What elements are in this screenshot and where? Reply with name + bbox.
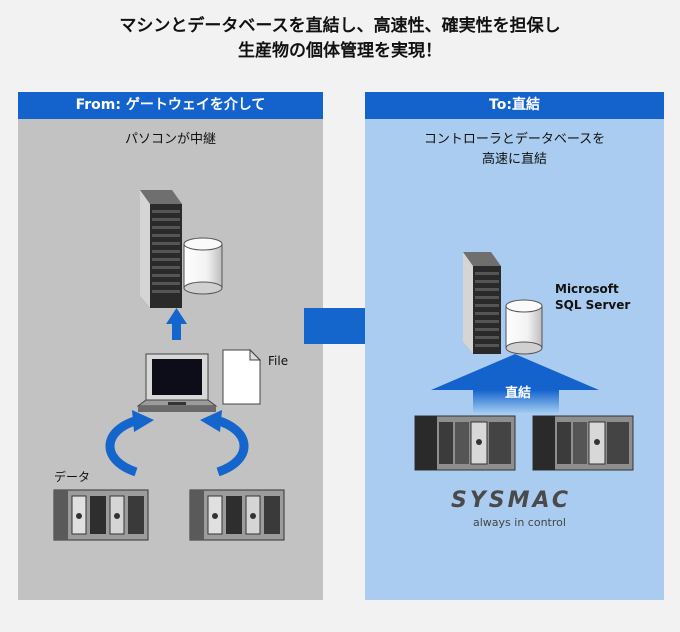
direct-panel: To:直結 コントローラとデータベースを 高速に直結 [365, 92, 664, 600]
gateway-diagram [53, 190, 285, 541]
sql-server-label: Microsoft SQL Server [555, 281, 630, 313]
direct-connect-label: 直結 [505, 386, 532, 401]
data-label: データ [54, 470, 91, 484]
direct-diagram [414, 252, 634, 471]
title-line-2: 生産物の個体管理を実現！ [238, 41, 442, 61]
controller-left-icon [414, 415, 516, 471]
upload-arrow-icon [166, 308, 187, 340]
file-icon [222, 348, 262, 405]
curved-arrow-right-icon [200, 410, 249, 477]
gateway-panel-header: From: ゲートウェイを介して [18, 92, 323, 119]
sql-server-label-line-2: SQL Server [555, 298, 631, 312]
direct-panel-subtitle-2: 高速に直結 [481, 152, 547, 167]
direct-connect-arrow-icon [431, 354, 599, 414]
controller-right-icon [532, 415, 634, 471]
gateway-panel: From: ゲートウェイを介して パソコンが中継 [18, 92, 323, 600]
controller-right-icon [189, 489, 285, 541]
file-label: File [268, 354, 289, 368]
controller-left-icon [53, 489, 149, 541]
direct-panel-header: To:直結 [365, 92, 664, 119]
sysmac-tagline: always in control [473, 516, 566, 529]
laptop-icon [136, 353, 218, 412]
database-icon [505, 299, 543, 355]
gateway-panel-subtitle: パソコンが中継 [124, 132, 216, 147]
database-icon [183, 237, 223, 295]
sysmac-logo: SYSMAC [451, 488, 572, 513]
server-rack-icon [463, 252, 501, 354]
title-line-1: マシンとデータベースを直結し、高速性、確実性を担保し [119, 16, 561, 36]
server-rack-icon [140, 190, 182, 308]
direct-panel-subtitle-1: コントローラとデータベースを [423, 132, 606, 147]
page-title: マシンとデータベースを直結し、高速性、確実性を担保し 生産物の個体管理を実現！ [0, 14, 680, 64]
sql-server-label-line-1: Microsoft [555, 282, 619, 296]
curved-arrow-left-icon [105, 410, 154, 477]
